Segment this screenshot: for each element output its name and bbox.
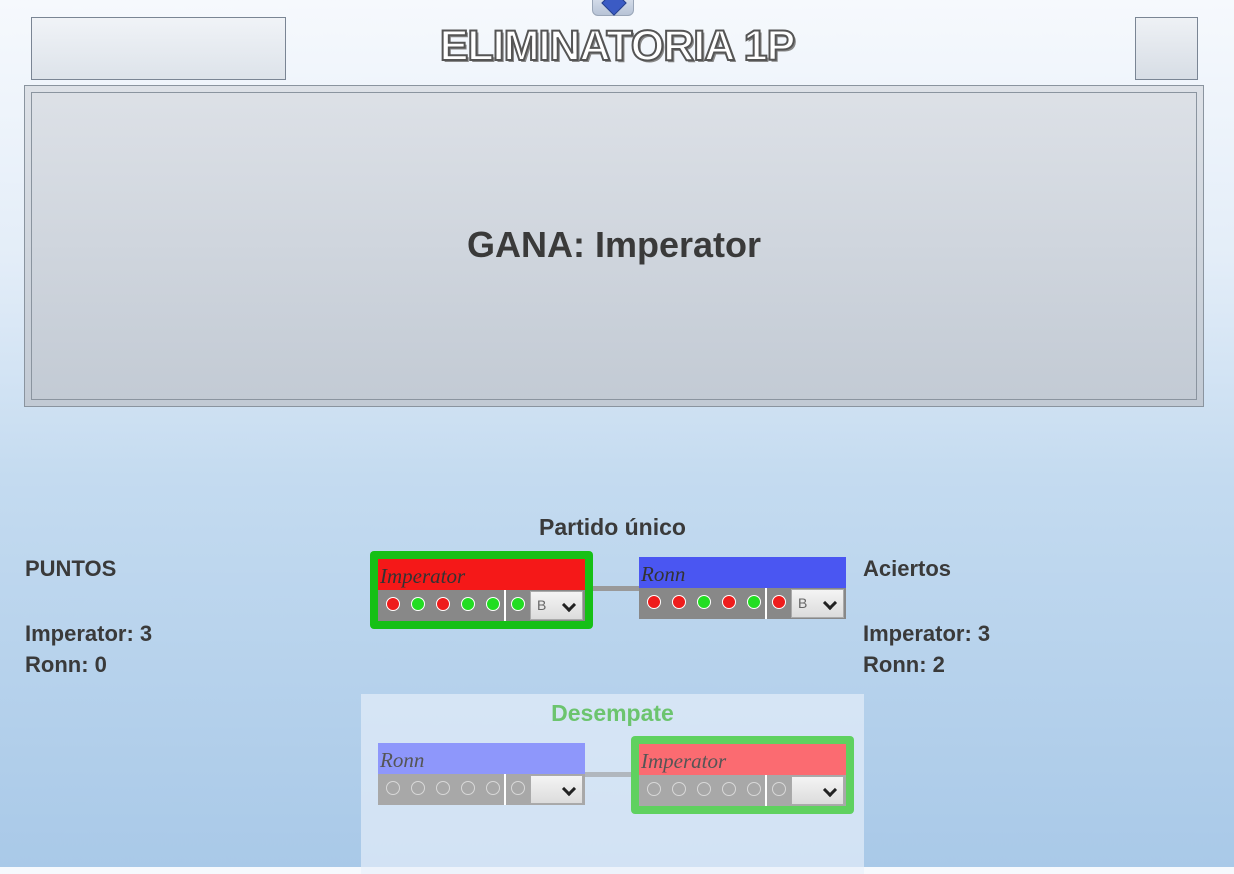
option-select-value: B <box>798 595 808 611</box>
result-dot-red <box>672 595 686 609</box>
player-name: Ronn <box>378 743 585 774</box>
result-dot-empty <box>672 782 686 796</box>
result-panel <box>24 85 1204 407</box>
chevron-down-icon <box>822 595 838 611</box>
option-select[interactable] <box>530 775 583 804</box>
result-dot-green <box>697 595 711 609</box>
points-line-1: Imperator: 3 <box>25 621 153 646</box>
result-dot-empty <box>511 781 525 795</box>
match-connector <box>584 586 640 591</box>
prediction-row <box>378 774 585 805</box>
result-dot-empty <box>747 782 761 796</box>
option-select-value: B <box>537 597 547 613</box>
result-dot-empty <box>722 782 736 796</box>
row-divider <box>765 775 767 806</box>
option-select[interactable]: B <box>530 591 583 620</box>
result-dot-empty <box>697 782 711 796</box>
result-dot-green <box>411 597 425 611</box>
tiebreak-player-left-card[interactable]: Ronn <box>378 743 585 805</box>
chevron-down-icon <box>561 781 577 797</box>
hits-title: Aciertos <box>863 556 952 581</box>
result-dot-empty <box>386 781 400 795</box>
option-select[interactable]: B <box>791 589 844 618</box>
result-dot-red <box>436 597 450 611</box>
points-line-2: Ronn: 0 <box>25 652 107 677</box>
result-dot-red <box>772 595 786 609</box>
page-title: ELIMINATORIA 1P <box>439 21 797 71</box>
header-right-button[interactable] <box>1135 17 1198 80</box>
player-name: Imperator <box>639 744 846 775</box>
result-dot-empty <box>461 781 475 795</box>
hits-line-2: Ronn: 2 <box>863 652 945 677</box>
points-title: PUNTOS <box>25 556 117 581</box>
row-divider <box>765 588 767 619</box>
result-dot-green <box>486 597 500 611</box>
tiebreak-title: Desempate <box>551 700 674 726</box>
result-dot-empty <box>436 781 450 795</box>
result-dot-red <box>722 595 736 609</box>
prediction-row: B <box>639 588 846 619</box>
tiebreak-player-right-card[interactable]: Imperator <box>631 736 854 814</box>
match-title: Partido único <box>539 514 686 540</box>
prediction-row: B <box>378 590 585 621</box>
result-dot-empty <box>486 781 500 795</box>
result-text: GANA: Imperator <box>466 224 762 265</box>
hits-line-1: Imperator: 3 <box>863 621 991 646</box>
result-dot-red <box>386 597 400 611</box>
result-panel-inner <box>31 92 1197 400</box>
row-divider <box>504 774 506 805</box>
chevron-down-icon <box>822 782 838 798</box>
result-dot-green <box>747 595 761 609</box>
result-dot-empty <box>647 782 661 796</box>
player-name: Ronn <box>639 557 846 588</box>
header-left-panel[interactable] <box>31 17 286 80</box>
row-divider <box>504 590 506 621</box>
option-select[interactable] <box>791 776 844 805</box>
tiebreak-connector <box>584 772 640 777</box>
player-name: Imperator <box>378 559 585 590</box>
result-dot-green <box>461 597 475 611</box>
result-dot-empty <box>772 782 786 796</box>
result-dot-empty <box>411 781 425 795</box>
chevron-down-icon <box>561 597 577 613</box>
result-dot-red <box>647 595 661 609</box>
prediction-row <box>639 775 846 806</box>
app-logo-icon <box>592 0 634 16</box>
result-dot-green <box>511 597 525 611</box>
